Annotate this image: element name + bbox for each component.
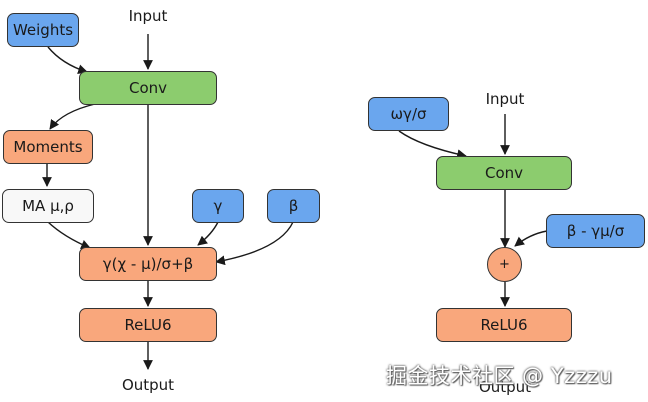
right-input-label: Input bbox=[485, 90, 525, 108]
right-conv-node: Conv bbox=[436, 156, 572, 190]
bias-node: β - γμ/σ bbox=[546, 214, 645, 248]
input-label: Input bbox=[128, 7, 168, 25]
edge-conv-to-moments bbox=[49, 103, 96, 130]
add-node: + bbox=[487, 247, 522, 282]
edge-scaled-weights-to-conv bbox=[398, 130, 467, 159]
moments-node: Moments bbox=[3, 130, 93, 164]
output-label: Output bbox=[121, 376, 175, 394]
edge-gamma-to-bn bbox=[197, 221, 219, 246]
edge-bias-to-add bbox=[514, 230, 548, 247]
batch-norm-formula-node: γ(χ - μ)/σ+β bbox=[79, 247, 217, 281]
beta-node: β bbox=[267, 189, 320, 223]
edge-weights-to-conv bbox=[47, 46, 88, 74]
weights-node: Weights bbox=[7, 13, 79, 47]
conv-node: Conv bbox=[79, 71, 217, 105]
moving-average-node: MA μ,ρ bbox=[2, 189, 94, 223]
edge-ma-to-bn bbox=[47, 221, 91, 250]
right-output-label: Output bbox=[478, 378, 532, 396]
edge-beta-to-bn bbox=[215, 221, 294, 266]
scaled-weights-node: ωγ/σ bbox=[368, 97, 449, 131]
right-relu6-node: ReLU6 bbox=[436, 308, 572, 342]
relu6-node: ReLU6 bbox=[79, 308, 217, 342]
watermark-text: 掘金技术社区 @ Yzzzu bbox=[386, 364, 613, 388]
gamma-node: γ bbox=[192, 189, 244, 223]
